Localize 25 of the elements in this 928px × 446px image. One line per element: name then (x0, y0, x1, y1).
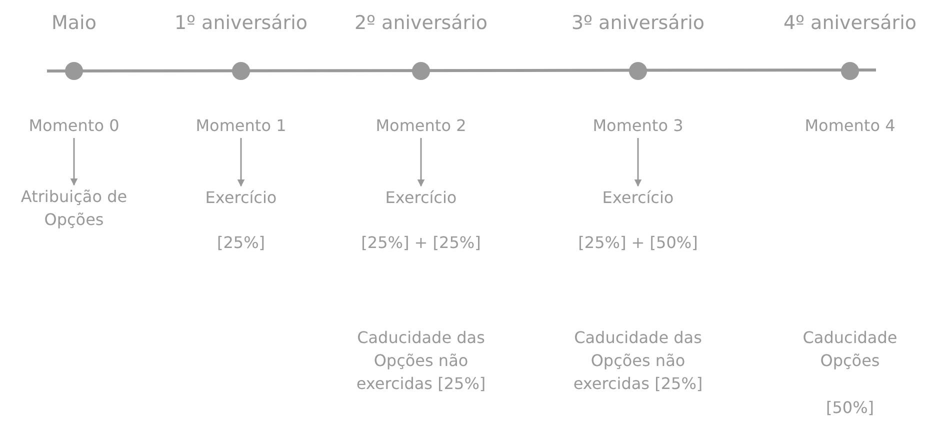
date-label: 1º aniversário (174, 12, 308, 34)
percentage-label: [25%] + [25%] (361, 233, 481, 252)
date-label: 3º aniversário (571, 12, 705, 34)
date-label: 4º aniversário (783, 12, 917, 34)
moment-label: Momento 1 (196, 116, 286, 135)
expiry-note: Caducidade das Opções não exercidas [25%] (573, 328, 703, 393)
moment-label: Momento 3 (592, 116, 684, 135)
event-label: Exercício (385, 188, 457, 207)
event-label: Atribuição de Opções (20, 187, 128, 229)
arrow (70, 138, 78, 186)
arrow (417, 138, 425, 187)
arrow (634, 138, 642, 187)
event-label: Exercício (205, 188, 277, 207)
expiry-note: Caducidade Opções (802, 328, 898, 370)
percentage-label: [25%] + [50%] (578, 233, 698, 252)
percentage-label: [50%] (826, 398, 874, 417)
expiry-note: Caducidade das Opções não exercidas [25%] (356, 328, 486, 393)
date-label: 2º aniversário (354, 12, 488, 34)
moment-label: Momento 0 (28, 116, 120, 135)
event-label: Exercício (602, 188, 674, 207)
date-label: Maio (52, 12, 96, 34)
percentage-label: [25%] (216, 233, 266, 252)
arrow (237, 138, 245, 187)
moment-label: Momento 2 (376, 116, 466, 135)
moment-label: Momento 4 (804, 116, 896, 135)
